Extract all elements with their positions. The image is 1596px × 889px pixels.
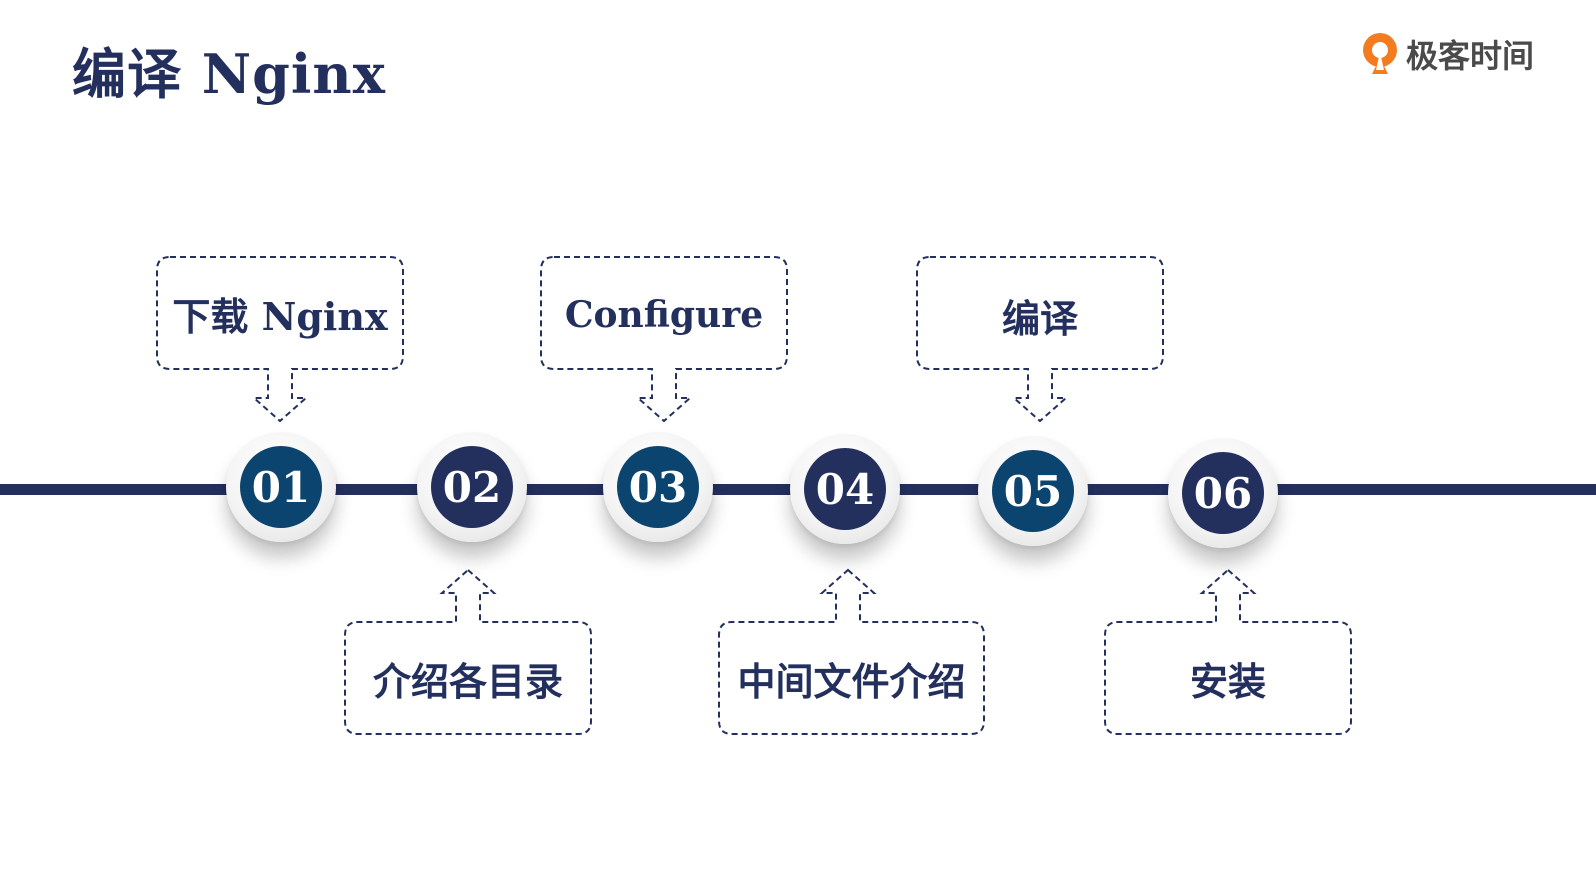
callout-label: 介绍各目录 [372, 659, 563, 704]
step-number-badge: 06 [1182, 452, 1264, 534]
step-03: 03 [603, 432, 713, 542]
callout-step-04: 中间文件介绍 [718, 568, 985, 736]
step-number-badge: 01 [240, 446, 322, 528]
step-05: 05 [978, 436, 1088, 546]
logo-text: 极客时间 [1406, 37, 1535, 75]
step-01: 01 [226, 432, 336, 542]
callout-frame [540, 256, 788, 423]
step-number-badge: 03 [617, 446, 699, 528]
callout-frame [156, 256, 404, 423]
callout-label: 安装 [1189, 659, 1266, 704]
step-number-badge: 04 [804, 448, 886, 530]
step-number-badge: 05 [992, 450, 1074, 532]
callout-frame [916, 256, 1164, 423]
brand-logo: 极客时间 [1360, 30, 1534, 78]
callout-frame [1104, 568, 1352, 735]
page-title: 编译 Nginx [72, 42, 386, 106]
callout-step-01: 下载 Nginx [156, 256, 404, 424]
callout-frame [344, 568, 592, 735]
callout-frame [718, 568, 985, 735]
callout-step-06: 安装 [1104, 568, 1352, 736]
step-number-badge: 02 [431, 446, 513, 528]
callout-step-05: 编译 [916, 256, 1164, 424]
step-04: 04 [790, 434, 900, 544]
callout-step-03: Configure [540, 256, 788, 424]
step-02: 02 [417, 432, 527, 542]
callout-label: 下载 Nginx [172, 293, 388, 339]
callout-label: 中间文件介绍 [737, 659, 966, 704]
step-06: 06 [1168, 438, 1278, 548]
geektime-logo-icon [1363, 33, 1397, 74]
callout-label: 编译 [1001, 296, 1078, 341]
callout-step-02: 介绍各目录 [344, 568, 592, 736]
callout-label: Configure [564, 294, 764, 336]
